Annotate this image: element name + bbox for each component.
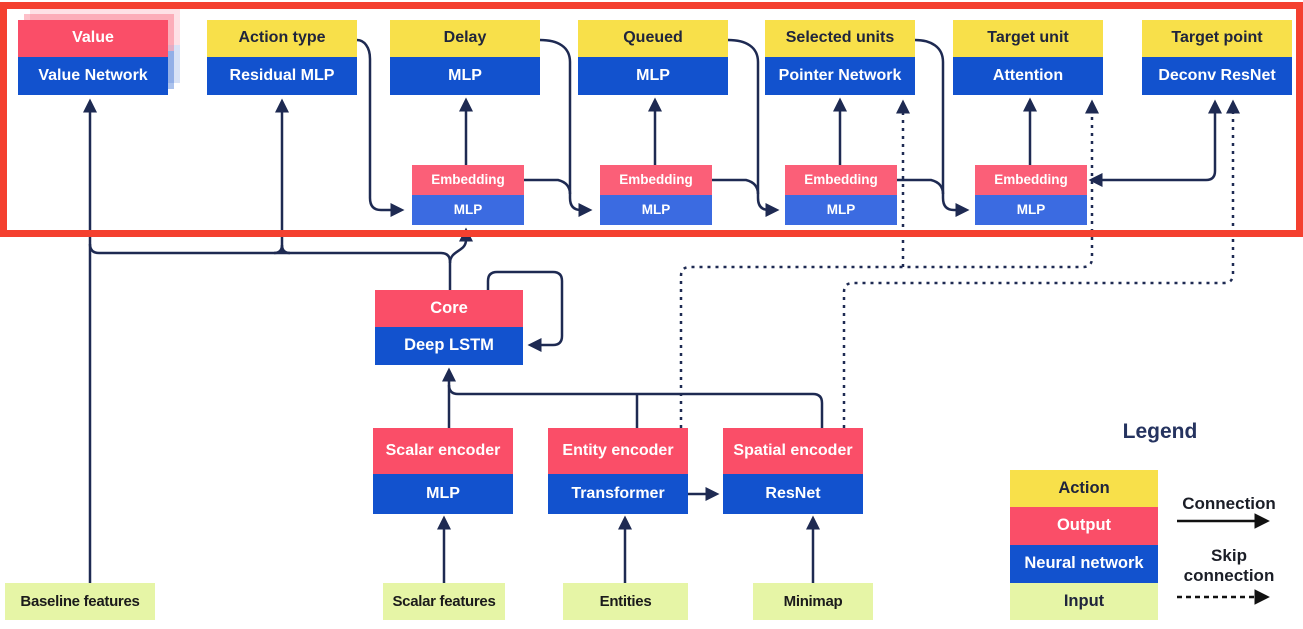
edge-selected-to-embedding4 xyxy=(914,38,970,217)
edge-embedding3-merge xyxy=(897,178,945,195)
legend-connection-label: Connection xyxy=(1182,494,1276,513)
edge-embedding1-merge xyxy=(524,178,572,195)
edge-spatial-to-bus xyxy=(447,384,824,428)
edge-core-output-bus xyxy=(88,243,452,291)
legend-skip-connection-label: Skip connection xyxy=(1183,546,1275,585)
legend-title: Legend xyxy=(1122,420,1198,443)
edge-actiontype-to-embedding1 xyxy=(356,38,405,217)
skip-spatial-to-deconv xyxy=(842,99,1240,428)
skip-entity-to-attention xyxy=(679,99,1099,428)
edge-lstm-recurrent-loop xyxy=(486,270,564,352)
edge-embedding2-merge xyxy=(712,178,760,195)
edge-core-to-embedding1 xyxy=(448,227,473,264)
solid-connections xyxy=(83,38,1222,583)
legend-arrows xyxy=(1177,513,1270,605)
skip-connections xyxy=(679,99,1240,428)
edge-delay-to-embedding2 xyxy=(539,38,593,217)
edge-embedding4-deconv xyxy=(1088,99,1222,187)
edge-queued-to-embedding3 xyxy=(727,38,780,217)
edge-bus-fork-round xyxy=(273,244,291,255)
